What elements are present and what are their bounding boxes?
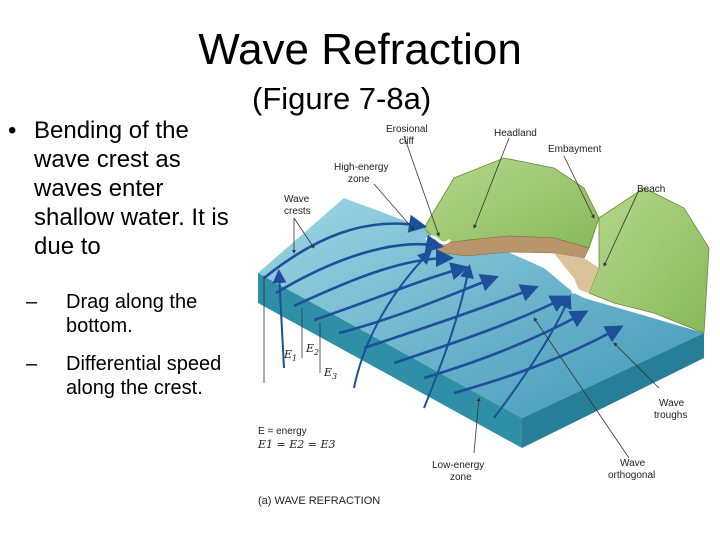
label-e3: E3 — [323, 366, 337, 381]
label-high-energy-zone: High-energy — [334, 162, 388, 173]
bullet-item: • Bending of the wave crest as waves ent… — [8, 116, 268, 261]
sub-bullet-item: – Drag along the bottom. — [26, 290, 276, 338]
water-right-face — [522, 333, 704, 448]
bullet-list: • Bending of the wave crest as waves ent… — [8, 116, 268, 261]
wave-crest-arrow — [423, 310, 589, 380]
wave-crest-arrow — [275, 234, 445, 295]
figure-reference: (Figure 7-8a) — [252, 81, 432, 116]
label-wave-troughs: troughs — [654, 410, 687, 421]
wave-orthogonal-arrow — [353, 250, 432, 389]
legend-energy-equal: E1 = E2 = E3 — [257, 438, 336, 451]
label-low-energy-zone: Low-energy — [432, 460, 484, 471]
legend-energy: E = energy — [258, 426, 307, 437]
wave-orthogonal-arrow — [423, 264, 474, 409]
wave-orthogonal-arrow — [493, 294, 572, 419]
leader-line — [563, 155, 595, 219]
bullet-text: Bending of the wave crest as waves enter… — [34, 117, 229, 260]
leader-line — [473, 137, 510, 229]
leader-line — [613, 342, 660, 389]
embayment-beach — [554, 253, 599, 293]
label-low-energy-zone: zone — [450, 472, 472, 483]
dash-marker: – — [26, 353, 38, 375]
wave-crest-arrow — [453, 325, 624, 395]
bullet-marker: • — [8, 117, 17, 144]
label-e2: E2 — [305, 342, 319, 357]
leader-line — [293, 217, 315, 249]
label-e1: E1 — [283, 348, 297, 363]
label-embayment: Embayment — [548, 144, 602, 155]
leader-line — [473, 397, 481, 454]
wave-orthogonal-arrow — [272, 269, 287, 369]
wave-crest-arrow — [338, 274, 499, 335]
wave-crest-arrow — [393, 295, 569, 365]
figure-caption: (a) WAVE REFRACTION — [258, 495, 380, 507]
surf-foam — [570, 289, 584, 295]
label-erosional-cliff: cliff — [399, 136, 414, 147]
label-high-energy-zone: zone — [348, 174, 370, 185]
leader-line — [603, 189, 640, 267]
sub-bullet-text: Differential speed along the crest. — [66, 353, 222, 399]
slide-title: Wave Refraction — [198, 25, 522, 74]
wave-crest-arrow — [363, 284, 539, 350]
label-wave-orthogonal: orthogonal — [608, 470, 655, 481]
wave-crest-arrow — [313, 262, 470, 322]
sub-bullet-item: – Differential speed along the crest. — [26, 352, 276, 400]
sub-bullet-text: Drag along the bottom. — [66, 291, 198, 337]
leader-line — [373, 183, 415, 231]
leader-line — [403, 135, 440, 237]
wave-crest-arrow — [263, 214, 428, 280]
label-beach: Beach — [637, 184, 665, 195]
leader-line — [533, 317, 630, 459]
dash-marker: – — [26, 291, 38, 313]
headland-land — [423, 157, 600, 249]
label-wave-troughs: Wave — [659, 398, 685, 409]
label-wave-crests: Wave — [284, 194, 310, 205]
label-erosional-cliff: Erosional — [386, 124, 428, 135]
wave-crest-arrow — [293, 248, 455, 308]
label-headland: Headland — [494, 128, 537, 139]
wave-refraction-figure: Erosional cliff Headland Embayment High-… — [257, 124, 710, 507]
label-wave-orthogonal: Wave — [620, 458, 646, 469]
label-wave-crests: crests — [284, 206, 311, 217]
